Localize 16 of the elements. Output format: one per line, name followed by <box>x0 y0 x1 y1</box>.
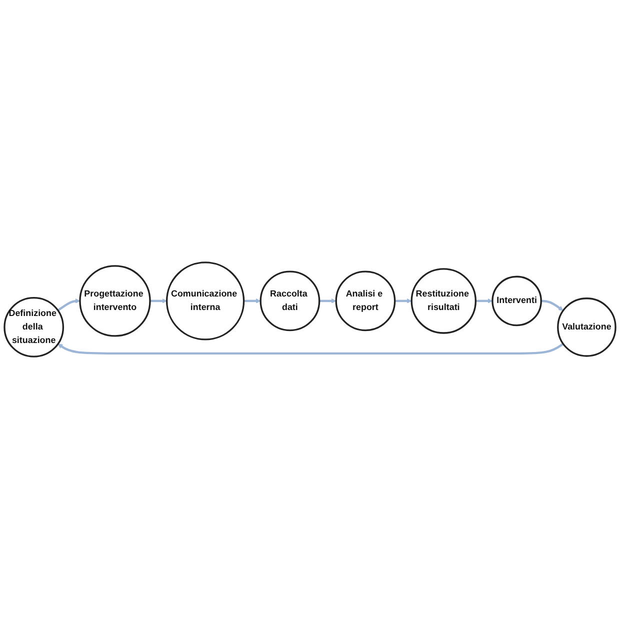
arrow <box>57 298 80 312</box>
node-circle: Definizione della situazione <box>4 297 64 358</box>
node-circle: Progettazione intervento <box>79 265 151 337</box>
node-circle: Restituzione risultati <box>410 268 477 334</box>
node-circle: Raccolta dati <box>260 270 320 332</box>
arrow <box>319 298 336 304</box>
arrow <box>244 298 261 304</box>
arrow <box>476 298 493 304</box>
node-circle: Interventi <box>492 276 542 326</box>
node-circle: Comunicazione interna <box>166 262 245 340</box>
arrow <box>541 300 564 311</box>
arrow <box>394 298 412 304</box>
arrow <box>150 298 168 304</box>
arrow <box>58 342 564 355</box>
node-circle: Valutazione <box>557 298 616 357</box>
node-circle: Analisi e report <box>335 270 396 332</box>
